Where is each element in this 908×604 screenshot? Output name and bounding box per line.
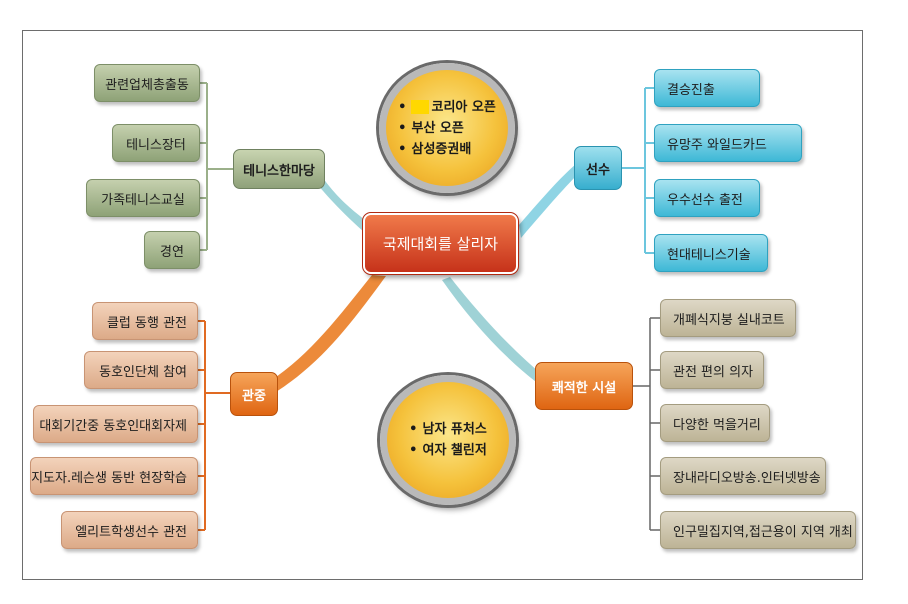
ribbon-audience [270, 275, 386, 392]
leaf-audience: 클럽 동행 관전 [92, 302, 198, 340]
circle-bottom-item: 여자 챌린저 [409, 440, 486, 461]
circle-top-item: 코리아 오픈 [398, 97, 496, 118]
leaf-players: 결승진출 [654, 69, 760, 107]
leaf-facilities: 다양한 먹을거리 [660, 404, 770, 442]
highlight-mark [411, 100, 430, 114]
branch-audience: 관중 [230, 372, 278, 416]
circle-top-item: 부산 오픈 [398, 118, 496, 139]
leaf-tennis-madang: 경연 [144, 231, 200, 269]
circle-bottom-tournaments: 남자 퓨처스 여자 챌린저 [380, 375, 516, 505]
leaf-audience: 지도자.레슨생 동반 현장학습 [30, 457, 198, 495]
branch-players: 선수 [574, 146, 622, 190]
ribbon-players [519, 164, 580, 238]
center-topic: 국제대회를 살리자 [362, 212, 519, 275]
circle-top-tournaments: 코리아 오픈 부산 오픈 삼성증권배 [379, 63, 515, 193]
leaf-tennis-madang: 테니스장터 [112, 124, 200, 162]
leaf-facilities: 개폐식지붕 실내코트 [660, 299, 796, 337]
leaf-facilities: 인구밀집지역,접근용이 지역 개최 [660, 511, 856, 549]
leaf-audience: 엘리트학생선수 관전 [61, 511, 198, 549]
circle-bottom-item: 남자 퓨처스 [409, 419, 486, 440]
leaf-audience: 동호인단체 참여 [84, 351, 198, 389]
leaf-players: 유망주 와일드카드 [654, 124, 802, 162]
leaf-players: 우수선수 출전 [654, 179, 760, 217]
branch-tennis-madang: 테니스한마당 [233, 149, 325, 189]
leaf-tennis-madang: 관련업체총출동 [94, 64, 200, 102]
circle-top-item: 삼성증권배 [398, 139, 496, 160]
leaf-facilities: 관전 편의 의자 [660, 351, 764, 389]
ribbon-facilities [442, 277, 546, 385]
leaf-facilities: 장내라디오방송.인터넷방송 [660, 457, 826, 495]
leaf-players: 현대테니스기술 [654, 234, 768, 272]
leaf-audience: 대회기간중 동호인대회자제 [33, 405, 198, 443]
ribbon-tennis-madang [311, 170, 368, 232]
branch-facilities: 쾌적한 시설 [535, 362, 633, 410]
leaf-tennis-madang: 가족테니스교실 [86, 179, 200, 217]
